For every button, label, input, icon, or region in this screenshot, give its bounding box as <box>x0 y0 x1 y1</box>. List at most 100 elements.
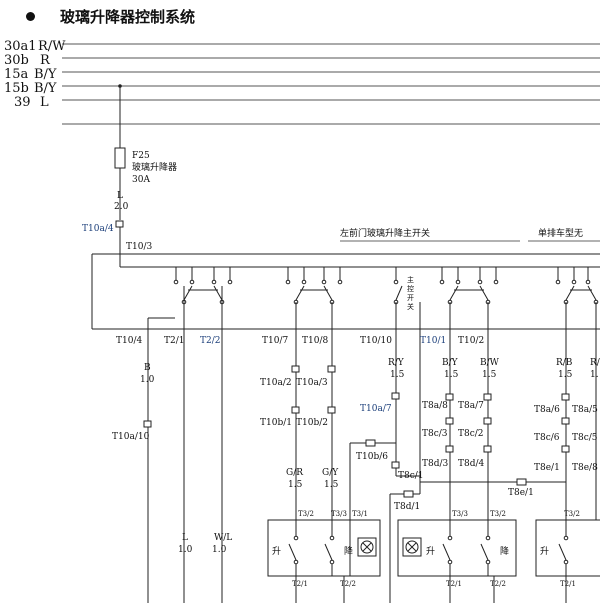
svg-text:T8c/3: T8c/3 <box>422 429 448 439</box>
svg-text:T10b/2: T10b/2 <box>296 418 328 428</box>
switch-group-1-contact-top-2 <box>211 279 217 285</box>
right-front-down-label: 降 <box>500 545 509 557</box>
svg-text:B/Y: B/Y <box>34 67 57 82</box>
switch-group-4-contact-top-0 <box>555 279 561 285</box>
svg-text:B/W: B/W <box>480 358 500 368</box>
unit-contact-5-blade <box>558 543 567 561</box>
connector-t103: T10/3 <box>126 242 152 252</box>
unit-contact-2-bottom <box>329 559 335 565</box>
svg-text:T8c/2: T8c/2 <box>458 429 484 439</box>
wire-bw-color: B/W <box>480 358 500 368</box>
diagram-title: 玻璃升降器控制系统 <box>26 4 195 28</box>
svg-text:T10a/3: T10a/3 <box>296 378 328 388</box>
connector-t22: T2/2 <box>200 336 221 346</box>
svg-text:T10/10: T10/10 <box>360 336 392 346</box>
svg-text:T2/1: T2/1 <box>164 336 185 346</box>
svg-text:30a1: 30a1 <box>4 39 37 54</box>
switch-group-4-blade-a <box>565 285 575 301</box>
unit-contact-4-bottom <box>485 559 491 565</box>
main-switch-char-4: 关 <box>407 302 414 311</box>
svg-text:T3/2: T3/2 <box>298 510 314 518</box>
left-rear-lamp-icon <box>357 537 377 557</box>
svg-text:T8d/3: T8d/3 <box>422 459 449 469</box>
switch-group-1-blade-a <box>183 285 193 301</box>
connector-t10a3: T10a/3 <box>296 378 328 388</box>
unit-contact-1-top <box>293 535 299 541</box>
svg-text:T10/1: T10/1 <box>420 336 446 346</box>
svg-text:T3/1: T3/1 <box>352 510 368 518</box>
connector-t10a10: T10a/10 <box>112 432 150 442</box>
bus-terminal-15b: 15b <box>4 81 29 96</box>
bullet-icon <box>26 11 35 21</box>
connector-t108: T10/8 <box>302 336 328 346</box>
wire-by-gauge: 1.5 <box>444 370 459 380</box>
switch-group-3-contact-top-0 <box>439 279 445 285</box>
svg-text:T8e/1: T8e/1 <box>508 488 534 498</box>
left-rear-down-label: 降 <box>344 545 353 557</box>
switch-group-4-contact-top-1 <box>571 279 577 285</box>
switch-group-2-contact-top-2 <box>321 279 327 285</box>
wire-gr-color: G/R <box>286 468 303 478</box>
wire-wl-gauge: 1.0 <box>212 545 227 555</box>
svg-text:1.5: 1.5 <box>482 370 497 380</box>
connector-t8d4: T8d/4 <box>458 459 485 469</box>
unit-contact-3-bottom <box>447 559 453 565</box>
svg-text:R: R <box>40 53 51 68</box>
connector-t8a8: T8a/8 <box>422 401 448 411</box>
left-rear-up-label: 升 <box>272 546 281 557</box>
svg-text:T10/4: T10/4 <box>116 336 142 346</box>
svg-text:降: 降 <box>344 545 353 557</box>
switch-group-4-blade-b <box>587 285 597 301</box>
wire-rb-color: R/B <box>556 358 573 368</box>
svg-text:F25: F25 <box>132 151 150 161</box>
svg-text:T10a/2: T10a/2 <box>260 378 292 388</box>
unit-contact-1-blade <box>288 543 297 561</box>
feed-wire-gauge: 2.0 <box>114 202 129 212</box>
main-switch-label: 左前门玻璃升降主开关 <box>340 227 430 239</box>
connector-t102: T10/2 <box>458 336 484 346</box>
svg-text:主: 主 <box>407 275 414 284</box>
svg-text:T2/1: T2/1 <box>446 580 462 588</box>
svg-text:升: 升 <box>272 546 281 557</box>
svg-text:T8a/6: T8a/6 <box>534 405 560 415</box>
svg-text:降: 降 <box>500 545 509 557</box>
svg-text:单排车型无: 单排车型无 <box>538 227 583 239</box>
svg-text:T2/1: T2/1 <box>292 580 308 588</box>
wire-ry-gauge: 1.5 <box>390 370 405 380</box>
svg-text:L: L <box>117 191 123 201</box>
connector-t10a2: T10a/2 <box>260 378 292 388</box>
wire-l-color: L <box>182 533 188 543</box>
connector-t8c1: T8c/1 <box>398 471 424 481</box>
svg-text:1.0: 1.0 <box>140 375 155 385</box>
right-rear-up-label: 升 <box>540 546 549 557</box>
bus-terminal-15a: 15a <box>4 67 29 82</box>
door-switch-units: T3/2 T3/3 T3/1 升 降 T2/1 T2/2 T3/3 T3/ <box>267 510 600 603</box>
svg-text:T10b/1: T10b/1 <box>260 418 292 428</box>
bus-color-15b: B/Y <box>34 81 57 96</box>
svg-text:T8a/8: T8a/8 <box>422 401 448 411</box>
svg-text:T8e/1: T8e/1 <box>534 463 560 473</box>
wire-gy-color: G/Y <box>322 468 339 478</box>
svg-text:T8a/7: T8a/7 <box>458 401 484 411</box>
switch-group-3-blade-a <box>449 285 459 301</box>
svg-text:关: 关 <box>407 302 414 311</box>
svg-text:R/B: R/B <box>556 358 573 368</box>
switch-group-1-contact-top-0 <box>173 279 179 285</box>
switch-group-2-contact-top-1 <box>301 279 307 285</box>
right-front-lamp-icon <box>402 537 422 557</box>
bus-terminal-39: 39 <box>14 95 31 110</box>
fuse-feed: F25 玻璃升降器 30A L 2.0 T10a/4 T10/3 <box>82 84 177 267</box>
connector-t8e8: T8e/8 <box>572 463 598 473</box>
connector-t8a5: T8a/5 <box>572 405 598 415</box>
switch-group-2-contact-top-0 <box>285 279 291 285</box>
svg-text:T8d/1: T8d/1 <box>394 502 420 512</box>
svg-text:T2/2: T2/2 <box>200 336 221 346</box>
svg-text:T10a/10: T10a/10 <box>112 432 150 442</box>
svg-text:T8c/1: T8c/1 <box>398 471 424 481</box>
svg-text:B/Y: B/Y <box>34 81 57 96</box>
svg-text:T10/8: T10/8 <box>302 336 328 346</box>
pin-t21: T2/1 <box>292 580 308 588</box>
main-switch-module: 左前门玻璃升降主开关 单排车型无 主 控 开 关 <box>91 227 600 330</box>
bus-terminal-30b: 30b <box>4 53 29 68</box>
